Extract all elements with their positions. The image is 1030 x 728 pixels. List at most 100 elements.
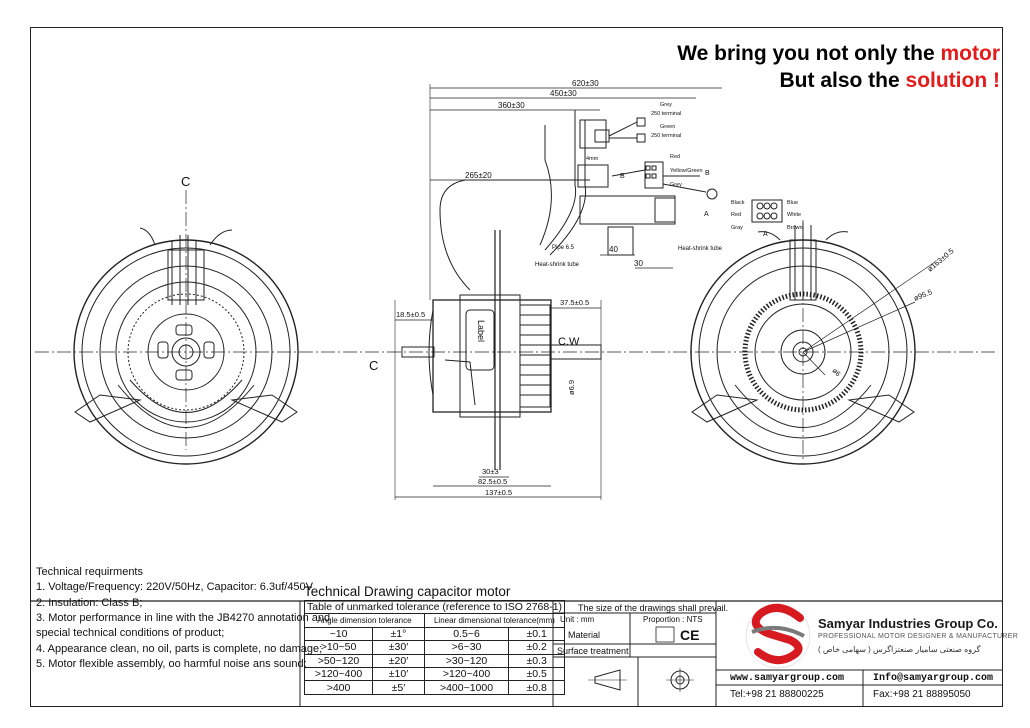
surface-label: Surface treatment [557, 646, 629, 656]
slogan-line2-prefix: But also the [779, 69, 906, 92]
b-label: B [705, 170, 710, 177]
linear-range: >6~30 [423, 640, 510, 655]
wire-black: Black [731, 200, 745, 206]
slogan-line1-highlight: motor [940, 42, 1001, 65]
angle-range: ~10 [303, 626, 374, 642]
dim-137: 137±0.5 [485, 488, 512, 497]
drawing-border [30, 27, 1003, 707]
wire-grey: Grey [660, 102, 672, 108]
angle-range: >50~120 [303, 653, 374, 668]
linear-tolerance: ±0.8 [508, 680, 566, 695]
angle-range: >400 [303, 680, 374, 695]
angle-tolerance: ±30′ [372, 640, 425, 655]
linear-tolerance: ±0.3 [508, 653, 566, 668]
dim-18-5: 18.5±0.5 [396, 310, 425, 319]
requirement-5: 5. Motor flexible assembly, oo harmful n… [36, 658, 307, 670]
wire-grey-2: Grey [670, 182, 682, 188]
requirement-2: 2. Insulation: Class B; [36, 597, 143, 609]
left-motor-view [73, 227, 299, 465]
samyar-logo [745, 603, 811, 669]
linear-range: >120~400 [423, 666, 510, 682]
angle-range: >10~50 [303, 640, 374, 655]
proportion-label: Proportion : NTS [643, 615, 703, 624]
company-subtitle: PROFESSIONAL MOTOR DESIGNER & MANUFACTUR… [818, 633, 1019, 640]
wire-gray-3: Gray [731, 225, 743, 231]
dim-30-3: 30±3 [482, 467, 499, 476]
dim-dia-95: ø95.5 [912, 287, 933, 303]
angle-tolerance: ±10′ [372, 666, 425, 682]
dim-40: 40 [609, 245, 618, 254]
wire-blue: Blue [787, 200, 798, 206]
wire-red: Red [670, 154, 680, 160]
label-text: Label [476, 320, 486, 342]
slogan-line-1: We bring you not only the motor [677, 42, 1000, 66]
cw-label: C.W [558, 336, 580, 348]
website-link[interactable]: www.samyargroup.com [730, 673, 845, 684]
terminal-4mm: 4mm [586, 156, 599, 162]
angle-header: Angle dimension tolerance [304, 613, 425, 628]
dim-37-5: 37.5±0.5 [560, 298, 589, 307]
dim-620: 620±30 [572, 79, 599, 88]
a-arrow-label: A [704, 211, 709, 218]
dim-dia-163: ø163±0.5 [926, 246, 956, 273]
slogan-line2-highlight: solution ! [905, 69, 1000, 92]
terminal-250-a: 250 terminal [651, 111, 681, 117]
dim-dia-6: ø6 [831, 367, 842, 378]
linear-tolerance: ±0.1 [508, 626, 566, 642]
table-row: >120~400 ±10′ >120~400 ±0.5 [303, 666, 566, 682]
angle-tolerance: ±1° [372, 626, 425, 642]
table-row: ~10 ±1° 0.5~6 ±0.1 [303, 626, 566, 642]
tolerance-title: Table of unmarked tolerance (reference t… [303, 599, 566, 615]
wire-red-2: Red [731, 212, 741, 218]
right-motor-view [690, 222, 936, 465]
dim-265: 265±20 [465, 171, 492, 180]
c-label-side: C [369, 358, 378, 373]
email-link[interactable]: Info@samyargroup.com [873, 673, 994, 684]
material-label: Material [568, 630, 601, 640]
requirements-title: Technical requirments [36, 566, 143, 578]
table-row: >400 ±5′ >400~1000 ±0.8 [303, 680, 566, 695]
dim-30: 30 [634, 259, 643, 268]
wire-green: Green [660, 124, 675, 130]
wire-brown: Brown [787, 225, 803, 231]
size-note: The size of the drawings shall prevail. [578, 603, 729, 613]
linear-range: >30~120 [423, 653, 510, 668]
a-label: A [763, 231, 768, 238]
slogan-line-2: But also the solution ! [780, 69, 1001, 93]
angle-range: >120~400 [303, 666, 374, 682]
requirement-3: 3. Motor performance in line with the JB… [36, 612, 331, 624]
unit-label: Unit : mm [560, 615, 595, 624]
fax: Fax:+98 21 88895050 [873, 689, 971, 700]
c-label-left: C [181, 174, 190, 189]
side-motor-view [401, 110, 783, 470]
slogan-line1-prefix: We bring you not only the [677, 42, 941, 65]
linear-range: >400~1000 [423, 680, 510, 695]
dim-360: 360±30 [498, 101, 525, 110]
dim-82-5: 82.5±0.5 [478, 477, 507, 486]
pipe-label: Pipe 6.5 [552, 245, 575, 251]
linear-range: 0.5~6 [423, 626, 510, 642]
dim-shaft-dia: ø6.9 [567, 380, 576, 395]
wire-yellow-green: Yellow/Green [670, 168, 703, 174]
heat-shrink-label-a: Heat-shrink tube [535, 262, 580, 268]
linear-tolerance: ±0.5 [508, 666, 566, 682]
tolerance-table: Table of unmarked tolerance (reference t… [303, 599, 566, 695]
terminal-250-b: 250 terminal [651, 133, 681, 139]
angle-tolerance: ±20′ [372, 653, 425, 668]
requirement-3b: special technical conditions of product; [36, 627, 225, 639]
requirement-4: 4. Appearance clean, no oil, parts is co… [36, 643, 323, 655]
dim-450: 450±30 [550, 89, 577, 98]
angle-tolerance: ±5′ [372, 680, 425, 695]
table-row: >50~120 ±20′ >30~120 ±0.3 [303, 653, 566, 668]
table-row: >10~50 ±30′ >6~30 ±0.2 [303, 640, 566, 655]
telephone: Tel:+98 21 88800225 [730, 689, 824, 700]
dimension-lines [394, 84, 722, 500]
ce-mark: CE [680, 627, 700, 643]
drawing-title: Technical Drawing capacitor motor [304, 584, 511, 599]
company-name: Samyar Industries Group Co. [818, 616, 998, 631]
title-block-frame [30, 600, 1003, 707]
requirement-1: 1. Voltage/Frequency: 220V/50Hz, Capacit… [36, 581, 314, 593]
heat-shrink-label-b: Heat-shrink tube [678, 246, 723, 252]
